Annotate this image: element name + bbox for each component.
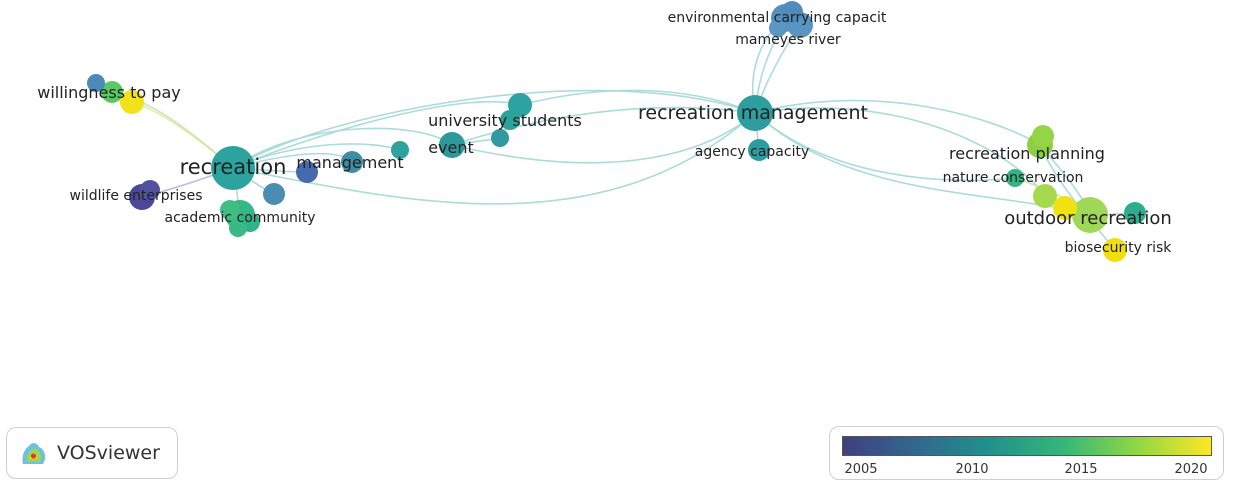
node-wildlife-2[interactable] [140, 180, 160, 200]
node-event[interactable] [439, 132, 465, 158]
node-recreation[interactable] [211, 146, 255, 190]
node-outdoor-recreation-teal[interactable] [1124, 202, 1146, 224]
label-nature-conservation: nature conservation [943, 170, 1084, 186]
label-event: event [428, 138, 474, 157]
legend-color-bar [842, 436, 1212, 456]
link [754, 112, 1091, 216]
node-nature-conservation[interactable] [1006, 169, 1024, 187]
link [754, 112, 1016, 182]
link [232, 143, 401, 169]
legend-tick-2020: 2020 [1174, 462, 1208, 477]
node-outdoor-recreation-lime[interactable] [1033, 184, 1057, 208]
link [519, 89, 756, 114]
node-willingness-to-pay[interactable] [120, 90, 144, 114]
label-recreation-planning: recreation planning [949, 144, 1105, 163]
label-willingness-to-pay: willingness to pay [37, 83, 180, 102]
node-academic-4[interactable] [229, 219, 247, 237]
network-map[interactable]: environmental carrying capacit mameyes r… [0, 0, 1234, 410]
node-management[interactable] [341, 151, 363, 173]
vosviewer-logo-icon [22, 443, 46, 464]
link [232, 127, 453, 169]
legend-tick-2015: 2015 [1064, 462, 1098, 477]
node-willingness-blue[interactable] [87, 74, 105, 92]
node-management-blue[interactable] [296, 161, 318, 183]
label-outdoor-recreation: outdoor recreation [1004, 208, 1172, 229]
node-cluster-top[interactable] [781, 1, 803, 23]
label-recreation: recreation [180, 155, 287, 179]
label-recreation-management: recreation management [638, 102, 868, 124]
link [754, 99, 1041, 146]
labels-layer: environmental carrying capacit mameyes r… [37, 10, 1172, 256]
link [232, 100, 521, 169]
label-academic-community: academic community [165, 210, 316, 226]
node-recreation-management[interactable] [737, 95, 773, 131]
vosviewer-logo-text: VOSviewer [57, 442, 160, 464]
label-wildlife-enterprises: wildlife enterprises [70, 188, 203, 204]
label-environmental-carrying-capacity: environmental carrying capacit [668, 10, 887, 26]
link [754, 107, 1046, 196]
overlay-color-legend: 2005 2010 2015 2020 [829, 426, 1224, 480]
label-mameyes-river: mameyes river [735, 32, 841, 48]
node-outdoor-recreation-yellow[interactable] [1053, 196, 1077, 220]
legend-tick-2005: 2005 [844, 462, 878, 477]
legend-tick-2010: 2010 [955, 462, 989, 477]
node-biosecurity-risk[interactable] [1103, 238, 1127, 262]
node-academic-2[interactable] [220, 200, 240, 220]
label-biosecurity-risk: biosecurity risk [1065, 240, 1173, 256]
node-university-students-3[interactable] [491, 129, 509, 147]
node-management-blue-2[interactable] [263, 183, 285, 205]
node-university-students-2[interactable] [500, 110, 520, 130]
node-event-small[interactable] [391, 141, 409, 159]
label-university-students: university students [428, 111, 582, 130]
label-management: management [296, 153, 403, 172]
node-agency-capacity[interactable] [748, 139, 770, 161]
node-outdoor-recreation[interactable] [1072, 197, 1108, 233]
link [232, 89, 756, 169]
link [451, 112, 756, 164]
node-willingness-green[interactable] [101, 81, 123, 103]
node-cluster-top[interactable] [769, 19, 787, 37]
nodes-layer [87, 1, 1146, 262]
node-recreation-planning-2[interactable] [1032, 125, 1054, 147]
vosviewer-logo-box[interactable]: VOSviewer [6, 427, 178, 479]
label-agency-capacity: agency capacity [695, 144, 810, 160]
